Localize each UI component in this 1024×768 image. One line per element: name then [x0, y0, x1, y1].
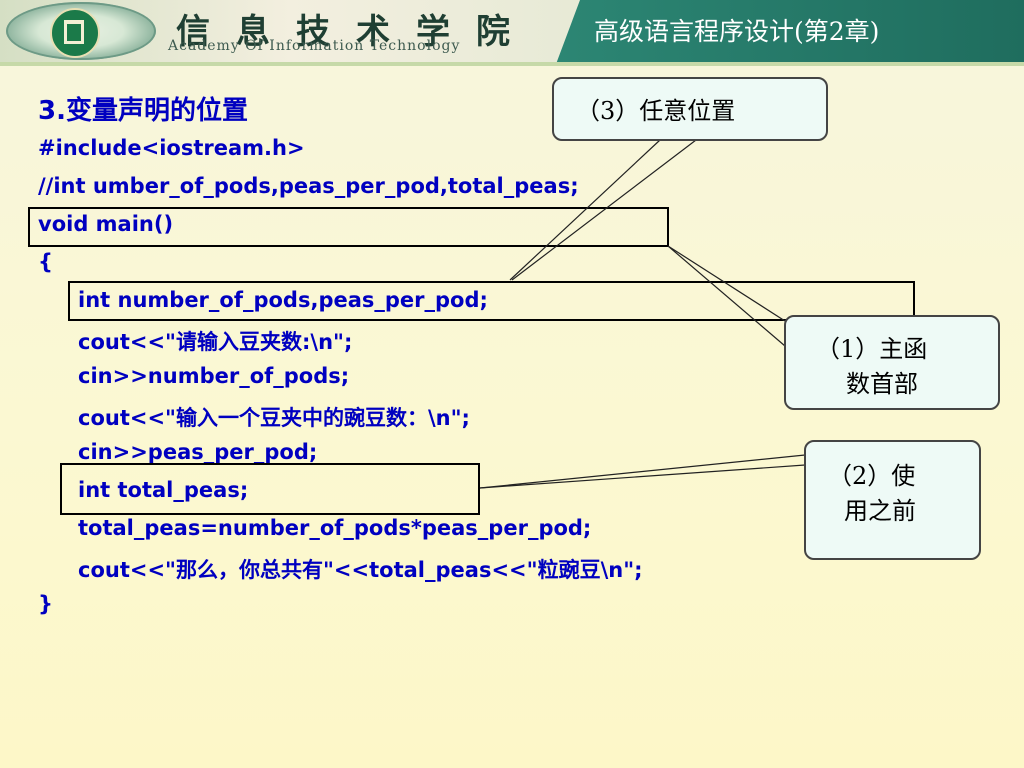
highlight-box-total-declaration: [60, 463, 480, 515]
callout-main-header-line2: 数首部: [846, 370, 918, 398]
code-line-main: void main(): [38, 212, 174, 236]
code-line-open-brace: {: [38, 250, 53, 274]
highlight-box-main-header: [28, 207, 669, 247]
connector-before-use-bottom: [479, 464, 806, 489]
section-title: 3.变量声明的位置: [38, 96, 248, 126]
connector-anywhere-left: [509, 139, 661, 281]
highlight-box-local-declaration: [68, 281, 915, 321]
seal-emblem-icon: [50, 8, 100, 58]
code-line-compute-total: total_peas=number_of_pods*peas_per_pod;: [78, 516, 592, 540]
callout-main-header-line1: （1）主函: [816, 335, 928, 363]
callout-before-use-line2: 用之前: [844, 497, 916, 525]
university-seal-icon: [6, 2, 156, 60]
code-line-output-total: cout<<"那么，你总共有"<<total_peas<<"粒豌豆\n";: [78, 558, 643, 582]
code-line-read-pods: cin>>number_of_pods;: [78, 364, 350, 388]
code-line-prompt-pods: cout<<"请输入豆夹数:\n";: [78, 330, 353, 354]
connector-before-use-top: [479, 454, 806, 489]
callout-anywhere-text: （3）任意位置: [576, 97, 736, 125]
connector-anywhere-right: [511, 139, 697, 281]
code-line-include: #include<iostream.h>: [38, 136, 305, 160]
callout-main-header: （1）主函 数首部: [784, 315, 1000, 410]
institution-name-cn: 信息技术学院: [176, 12, 536, 52]
code-line-prompt-peas: cout<<"输入一个豆夹中的豌豆数：\n";: [78, 406, 470, 430]
code-line-comment: //int umber_of_pods,peas_per_pod,total_p…: [38, 174, 579, 198]
course-title: 高级语言程序设计(第2章): [594, 17, 880, 46]
connector-main-header-top: [667, 245, 786, 322]
institution-name-en: Academy Of Information Technology: [168, 38, 461, 54]
connector-main-header-bottom: [667, 245, 786, 347]
code-line-decl-total: int total_peas;: [78, 478, 249, 502]
code-line-decl-pods: int number_of_pods,peas_per_pod;: [78, 288, 488, 312]
callout-before-use-line1: （2）使: [828, 462, 916, 490]
callout-anywhere: （3）任意位置: [552, 77, 828, 141]
code-line-close-brace: }: [38, 592, 53, 616]
callout-before-use: （2）使 用之前: [804, 440, 981, 560]
header-divider: [0, 62, 1024, 66]
code-line-read-peas: cin>>peas_per_pod;: [78, 440, 318, 464]
